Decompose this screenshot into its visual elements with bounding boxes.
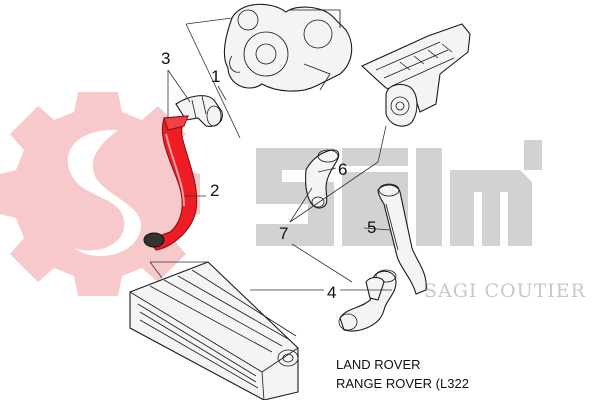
callout-2: 2	[210, 181, 219, 200]
callout-6: 6	[338, 160, 347, 179]
watermark-text: SAGI COUTIER	[424, 280, 586, 302]
gear-swirl	[67, 129, 142, 256]
intercooler	[129, 261, 299, 401]
hose-clamp	[143, 232, 165, 248]
callout-1: 1	[211, 67, 220, 86]
caption-model: RANGE ROVER (L322	[336, 376, 469, 391]
caption-make: LAND ROVER	[336, 357, 421, 372]
hose-part-4-small	[365, 276, 385, 301]
leader-lines	[149, 17, 392, 291]
callout-7: 7	[279, 224, 288, 243]
elbow-hose	[175, 95, 223, 127]
highlighted-hose-part-2	[143, 115, 198, 251]
turbocharger	[223, 3, 353, 92]
watermark-logo	[256, 140, 542, 246]
callout-5: 5	[367, 218, 376, 237]
callout-3: 3	[161, 49, 170, 68]
hose-part-6	[305, 149, 340, 209]
intake-manifold	[361, 23, 471, 127]
pipe-part-5	[377, 183, 427, 295]
callout-4: 4	[327, 283, 336, 302]
